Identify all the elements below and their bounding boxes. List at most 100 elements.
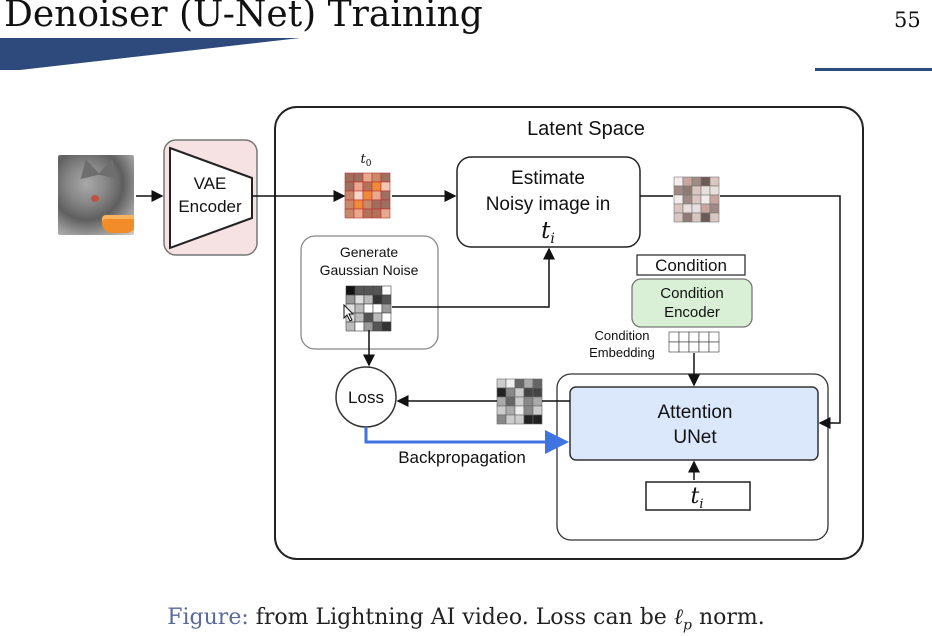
grid-cell [532,405,543,416]
grid-cell [700,212,711,223]
timestep-subscript: i [699,497,703,512]
caption-tail: norm. [691,605,765,630]
grid-cell [363,285,374,296]
grid-cell [505,396,516,407]
grid-cell [354,294,365,305]
grid-cell [691,212,702,223]
grid-cell [353,208,364,219]
page-bar [815,68,932,71]
grid-cell [673,203,684,214]
grid-cell [523,414,534,425]
grid-cell [372,285,383,296]
grid-cell [682,212,693,223]
grid-cell [532,378,543,389]
grid-cell [682,194,693,205]
noise-grid [345,285,392,332]
grid-cell [380,199,391,210]
grid-cell [381,285,392,296]
loss-label: Loss [348,388,384,407]
grid-cell [673,176,684,187]
grid-cell [673,212,684,223]
grid-cell [372,321,383,332]
grid-cell [344,208,355,219]
grid-cell [362,181,373,192]
grid-cell [353,172,364,183]
grid-cell [682,176,693,187]
grid-cell [363,321,374,332]
timestep-box [645,481,751,511]
grid-cell [344,199,355,210]
grid-cell [688,341,700,353]
grid-cell [345,285,356,296]
grid-cell [514,378,525,389]
grid-cell [371,199,382,210]
grid-cell [505,378,516,389]
caption-text: from Lightning AI video. Loss can be [255,605,674,630]
grid-cell [532,387,543,398]
grid-cell [371,190,382,201]
attention-unet-box [569,386,819,461]
arrow-noise-to-estimate [392,247,555,308]
backprop-arrow [364,427,569,454]
grid-cell [354,285,365,296]
grid-cell [381,321,392,332]
slide-title: Denoiser (U-Net) Training [4,0,483,35]
grid-cell [362,172,373,183]
grid-cell [668,331,680,343]
grid-cell [523,387,534,398]
grid-cell [344,190,355,201]
grid-cell [708,341,720,353]
grid-cell [691,176,702,187]
caption-label: Figure: [167,605,249,630]
grid-cell [673,194,684,205]
grid-cell [532,414,543,425]
vae-encoder-label: Encoder [178,197,242,216]
grid-cell [505,414,516,425]
condition-embedding-label: Embedding [589,345,655,360]
estimate-label: Estimate [511,168,585,189]
grid-cell [523,396,534,407]
vae-encoder-trapezoid [169,146,253,250]
cat-image [58,155,134,235]
grid-cell [668,341,680,353]
t0-label: t0 [361,152,372,169]
grid-cell [709,176,720,187]
figure-caption: Figure: from Lightning AI video. Loss ca… [0,604,932,633]
condition-embedding-label: Condition [595,328,650,343]
grid-cell [362,190,373,201]
grid-cell [709,194,720,205]
food-bowl [102,215,134,233]
grid-cell [371,172,382,183]
grid-cell [380,208,391,219]
grid-cell [363,294,374,305]
vae-encoder-label: VAE [194,174,227,193]
backprop-label: Backpropagation [398,448,526,467]
latent-grid-t0 [344,172,391,219]
grid-cell [380,181,391,192]
grid-cell [514,405,525,416]
grid-cell [688,331,700,343]
grid-cell [345,294,356,305]
grid-cell [514,396,525,407]
estimate-noisy-box [456,156,641,248]
latent-space-frame [274,106,864,560]
condition-label: Condition [655,256,727,275]
caption-math: ℓ [673,605,683,630]
grid-cell [380,190,391,201]
title-bar [0,38,300,70]
page-number: 55 [894,8,921,32]
grid-cell [700,203,711,214]
grid-cell [372,294,383,305]
cat-mouth [91,195,99,202]
grid-cell [372,303,383,314]
mouse-cursor-icon [343,303,355,322]
grid-cell [700,194,711,205]
grid-cell [496,396,507,407]
condition-encoder-box [631,278,753,328]
grid-cell [496,378,507,389]
grid-cell [505,405,516,416]
grid-cell [698,341,710,353]
grid-cell [381,312,392,323]
grid-cell [691,185,702,196]
